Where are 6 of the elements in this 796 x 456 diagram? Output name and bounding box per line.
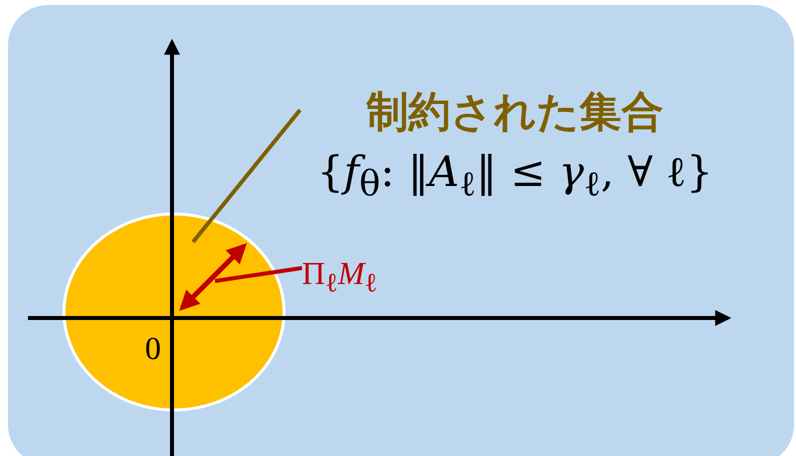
leader-line: [214, 266, 302, 283]
origin-label: 0: [145, 330, 161, 367]
set-title: 制約された集合: [364, 86, 664, 138]
projection-label: Π$_{ℓ}$M$_{ℓ}$: [302, 254, 378, 300]
set-formula: {f$_{θ}$: ‖A$_{ℓ}$‖ ≤ γ$_{ℓ}$, ∀ ℓ}: [316, 146, 714, 206]
leader-line: [191, 108, 302, 244]
